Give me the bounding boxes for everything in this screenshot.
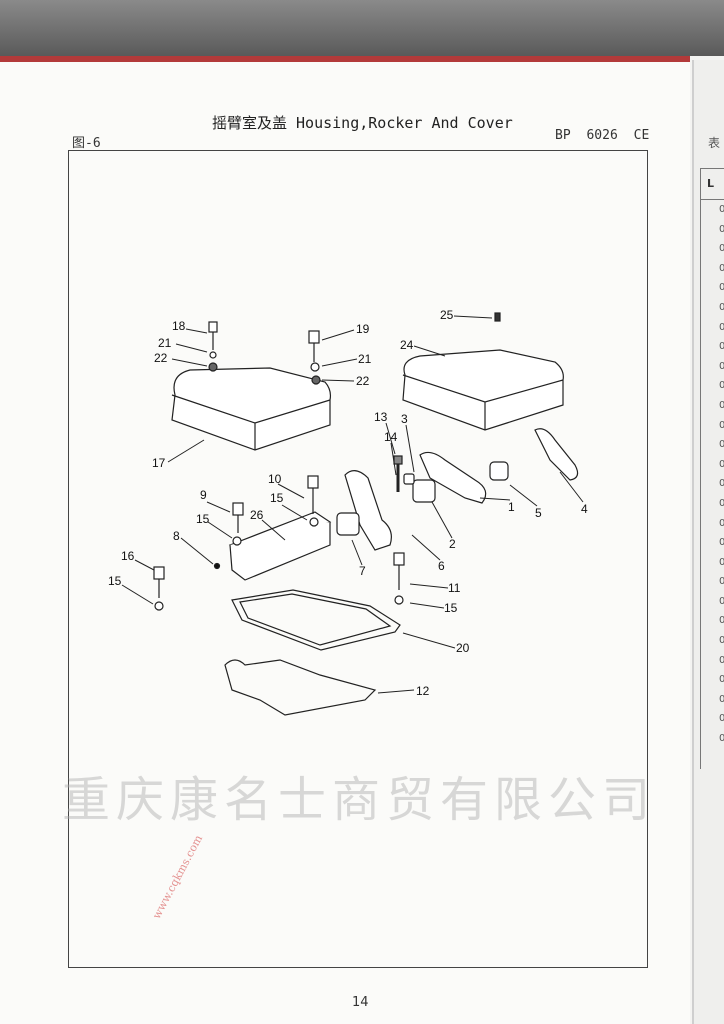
facing-page — [692, 60, 724, 1024]
facing-table-row: 0 — [719, 243, 724, 255]
callout-label: 21 — [158, 336, 172, 350]
callout-label: 10 — [268, 472, 282, 486]
facing-table-row: 0 — [719, 380, 724, 392]
cover-17 — [171, 367, 332, 451]
facing-rows: 0 0 0 0 0 0 0 0 0 0 0 0 0 0 0 0: 0: 04 04 04 04 03 04 04 03 02 03 0… — [701, 199, 724, 749]
facing-table-row: 04 — [719, 654, 724, 666]
gasket-12 — [224, 659, 377, 716]
callout-label: 16 — [121, 549, 135, 563]
callout-label: 18 — [172, 319, 186, 333]
facing-table-row: 03 — [719, 674, 724, 686]
facing-table-row: 0 — [719, 223, 724, 235]
facing-table-row: 0 — [719, 341, 724, 353]
callout-label: 7 — [359, 564, 366, 578]
callout-label: 24 — [400, 338, 414, 352]
facing-table-row: 0 — [719, 360, 724, 372]
facing-table-row: 04 — [719, 537, 724, 549]
callout-label: 15 — [108, 574, 122, 588]
callout-label: 12 — [416, 684, 430, 698]
facing-table-row: 0: — [719, 497, 724, 509]
facing-table-row: 0 — [719, 439, 724, 451]
diagram-frame — [68, 150, 648, 968]
document-page — [0, 60, 690, 1024]
engine-code: BP 6026 CE — [555, 128, 650, 143]
facing-page-heading: 表 — [708, 136, 721, 150]
facing-table-row: 0 — [719, 478, 724, 490]
facing-table-row: 0 — [719, 282, 724, 294]
facing-column-header: L — [707, 177, 715, 190]
callout-label: 9 — [200, 488, 207, 502]
callout-label: 15 — [196, 512, 210, 526]
facing-table-row: 04 — [719, 635, 724, 647]
facing-page-table: L 0000000000000000:0:0404040403040403020… — [700, 168, 724, 769]
callout-label: 3 — [401, 412, 408, 426]
callout-label: 26 — [250, 508, 264, 522]
callout-label: 6 — [438, 559, 445, 573]
callout-label: 22 — [356, 374, 370, 388]
callout-label: 19 — [356, 322, 370, 336]
callout-label: 11 — [448, 581, 461, 595]
page-number: 14 — [352, 995, 369, 1010]
facing-table-row: 02 — [719, 693, 724, 705]
callout-label: 15 — [444, 601, 458, 615]
callout-label: 5 — [535, 506, 542, 520]
facing-table-row: 0 — [719, 262, 724, 274]
watermark-company: 重庆康名士商贸有限公司 — [62, 772, 657, 828]
facing-table-row: 0 — [719, 399, 724, 411]
facing-table-row: 04 — [719, 595, 724, 607]
callout-label: 1 — [508, 500, 515, 514]
callout-label: 21 — [358, 352, 372, 366]
callout-label: 13 — [374, 410, 388, 424]
callout-label: 17 — [152, 456, 166, 470]
callout-label: 14 — [384, 430, 398, 444]
facing-table-row: 0 — [719, 458, 724, 470]
scanner-edge — [0, 0, 724, 56]
facing-table-row: 03 — [719, 733, 724, 745]
page-title: 摇臂室及盖 Housing,Rocker And Cover — [212, 114, 513, 132]
callout-label: 15 — [270, 491, 284, 505]
callout-label: 2 — [449, 537, 456, 551]
facing-table-row: 04 — [719, 576, 724, 588]
rocker-arm-6 — [344, 470, 392, 551]
rocker-arm-1 — [419, 451, 487, 504]
facing-table-row: 04 — [719, 556, 724, 568]
facing-table-row: 03 — [719, 713, 724, 725]
figure-number: 图-6 — [72, 136, 101, 151]
facing-table-row: 0 — [719, 204, 724, 215]
cover-24 — [402, 349, 564, 431]
facing-table-row: 0 — [719, 419, 724, 431]
facing-table-row: 0 — [719, 321, 724, 333]
callout-label: 4 — [581, 502, 588, 516]
page-binding-edge — [0, 56, 690, 62]
callout-label: 8 — [173, 529, 180, 543]
rocker-arm-4 — [534, 428, 579, 481]
callout-label: 20 — [456, 641, 470, 655]
facing-table-row: 0: — [719, 517, 724, 529]
callout-label: 22 — [154, 351, 168, 365]
gasket-20 — [231, 589, 401, 651]
facing-table-row: 03 — [719, 615, 724, 627]
facing-table-row: 0 — [719, 301, 724, 313]
callout-label: 25 — [440, 308, 454, 322]
